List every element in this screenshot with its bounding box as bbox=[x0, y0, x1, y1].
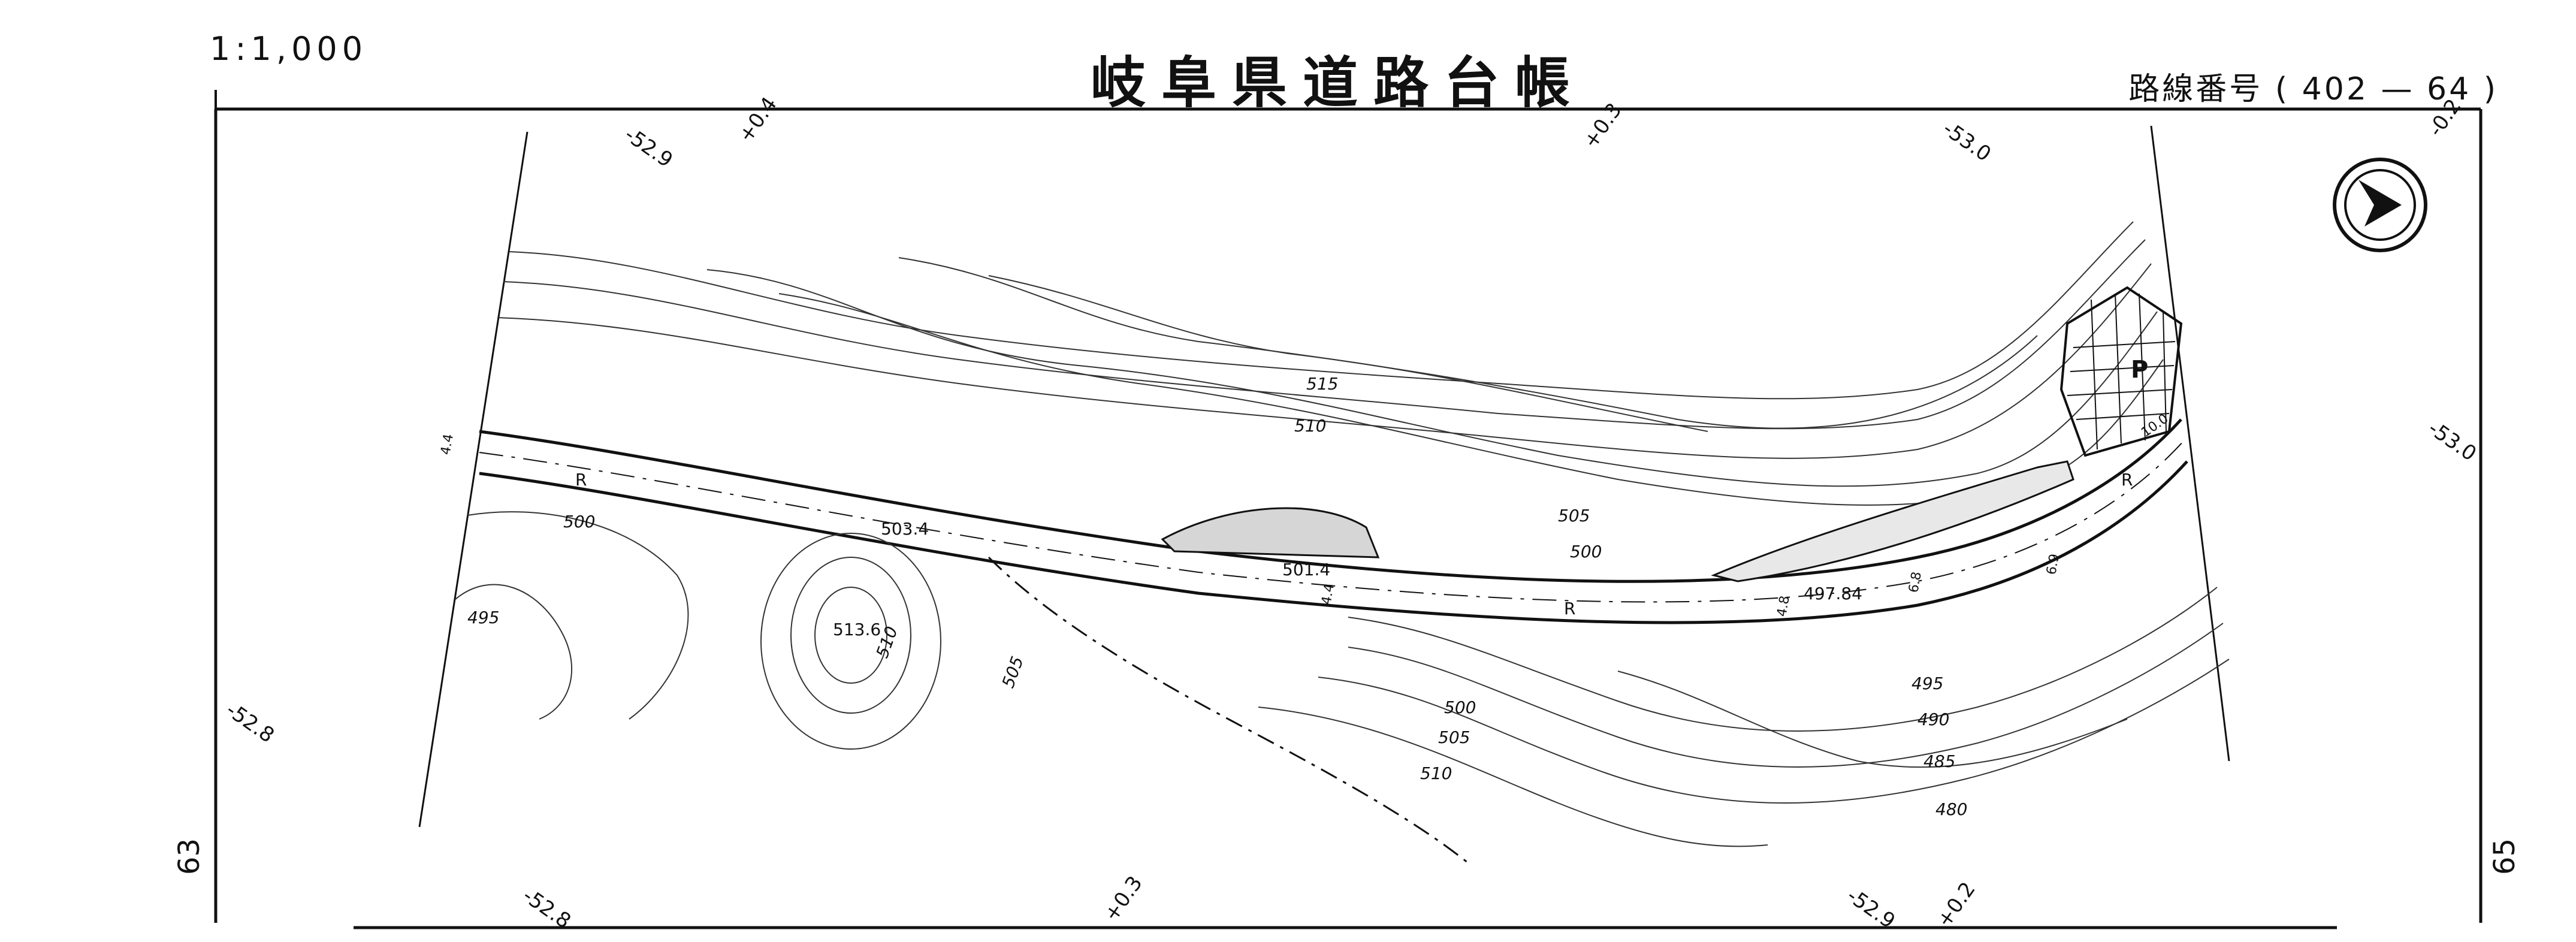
contour-line bbox=[1258, 707, 1768, 847]
edge-mark-top: -53.0 bbox=[1938, 117, 1995, 167]
parking-area bbox=[2059, 286, 2183, 457]
edge-mark-top: +0.3 bbox=[1579, 99, 1627, 153]
edge-mark-top: -52.9 bbox=[620, 123, 677, 173]
contour-group-upper bbox=[497, 221, 2164, 506]
edge-mark-bottom: -52.9 bbox=[1843, 884, 1899, 934]
contour-group-lower bbox=[455, 511, 2230, 847]
edge-mark-bottom: +0.3 bbox=[1100, 872, 1147, 926]
edge-mark-bottom: +0.2 bbox=[1932, 878, 1980, 932]
contour-label: 495 bbox=[467, 608, 499, 627]
route-number-label: 路線番号 ( 402 — 64 ) bbox=[2128, 71, 2498, 107]
boundary-line bbox=[987, 556, 1469, 864]
compass-circle-icon bbox=[2333, 158, 2427, 252]
road-symbol: R bbox=[1564, 599, 1575, 618]
north-arrow-shape bbox=[2358, 180, 2402, 227]
contour-label: 505 bbox=[998, 654, 1028, 691]
contour-label: 495 bbox=[1911, 674, 1943, 693]
contour-label: 505 bbox=[1558, 506, 1590, 526]
contour-line bbox=[706, 269, 2158, 487]
road-symbol: R bbox=[2121, 470, 2133, 490]
spot-height: 497.84 bbox=[1804, 584, 1862, 603]
retaining-wall bbox=[1161, 507, 1380, 558]
sheet-edge-right bbox=[2150, 125, 2230, 762]
spot-height: 503.4 bbox=[881, 519, 929, 539]
parking-outline bbox=[2059, 286, 2183, 457]
edge-mark-top: +0.4 bbox=[734, 93, 782, 147]
contour-line bbox=[467, 511, 689, 720]
contour-label: 500 bbox=[563, 512, 595, 532]
road-group bbox=[479, 418, 2188, 624]
parking-grid-lines bbox=[2091, 293, 2167, 450]
road-width-note: 4.4 bbox=[1319, 582, 1337, 606]
sheet-edge-left bbox=[418, 131, 529, 828]
contour-line bbox=[898, 257, 2038, 429]
route-sub-number: 64 bbox=[2427, 71, 2472, 107]
road-width-note: 6.8 bbox=[1906, 570, 1925, 594]
parking-symbol: P bbox=[2131, 356, 2148, 384]
edge-mark-left: -52.8 bbox=[222, 698, 279, 748]
contour-label: 490 bbox=[1917, 709, 1949, 729]
page-title: 岐阜県道路台帳 bbox=[1091, 51, 1586, 115]
route-number: 402 bbox=[2302, 71, 2369, 107]
edge-mark-top: -0.2 bbox=[2424, 95, 2466, 141]
contour-line bbox=[497, 263, 2152, 459]
edge-mark-right: -53.0 bbox=[2424, 416, 2481, 466]
contour-line bbox=[455, 584, 572, 720]
contour-line bbox=[1318, 659, 2230, 804]
contour-label: 485 bbox=[1923, 751, 1955, 771]
contour-line bbox=[1348, 587, 2218, 732]
contour-line bbox=[509, 221, 2134, 400]
sheet-number-left: 63 bbox=[173, 838, 206, 875]
road-edge-upper bbox=[479, 418, 2182, 583]
road-symbol: R bbox=[575, 470, 587, 490]
road-centerline bbox=[479, 440, 2185, 603]
stippled-area bbox=[1711, 460, 2074, 582]
contour-label: 510 bbox=[1294, 416, 1326, 436]
contour-line bbox=[1348, 623, 2224, 768]
contour-label: 505 bbox=[1438, 727, 1470, 747]
contour-label: 515 bbox=[1306, 374, 1338, 394]
parking-grid-lines bbox=[2067, 341, 2176, 420]
contour-line bbox=[760, 533, 941, 750]
contour-label: 500 bbox=[1570, 542, 1602, 561]
road-edge-lower bbox=[479, 460, 2188, 624]
road-width-note: 4.8 bbox=[1774, 594, 1793, 618]
contour-label: 510 bbox=[1420, 763, 1452, 783]
contour-line bbox=[1617, 671, 2128, 768]
contour-label: 500 bbox=[1444, 698, 1476, 717]
spot-height: 513.6 bbox=[833, 620, 881, 639]
contour-line bbox=[814, 587, 887, 684]
contour-line bbox=[778, 293, 2164, 506]
road-width-note: 6.9 bbox=[2044, 552, 2062, 576]
route-label: 路線番号 bbox=[2128, 71, 2263, 107]
contour-label: 480 bbox=[1935, 799, 1967, 819]
map-scale: 1:1,000 bbox=[210, 30, 368, 68]
north-arrow-icon bbox=[2333, 158, 2427, 252]
contour-line bbox=[790, 557, 911, 714]
spot-height: 501.4 bbox=[1282, 560, 1330, 579]
edge-mark-bottom: -52.8 bbox=[518, 884, 575, 934]
road-width-note: 4.4 bbox=[438, 433, 457, 456]
contour-line bbox=[988, 275, 1708, 432]
sheet-number-right: 65 bbox=[2488, 838, 2521, 875]
compass-inner-circle bbox=[2344, 169, 2416, 241]
contour-line bbox=[503, 239, 2146, 430]
